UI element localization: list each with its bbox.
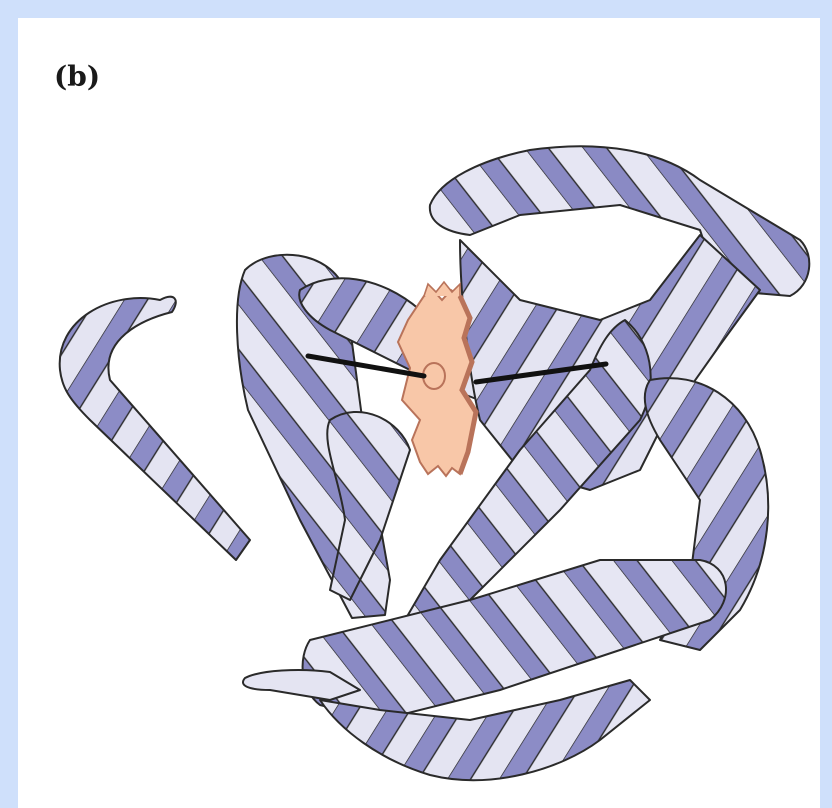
protein-ribbon-diagram [0, 0, 832, 808]
